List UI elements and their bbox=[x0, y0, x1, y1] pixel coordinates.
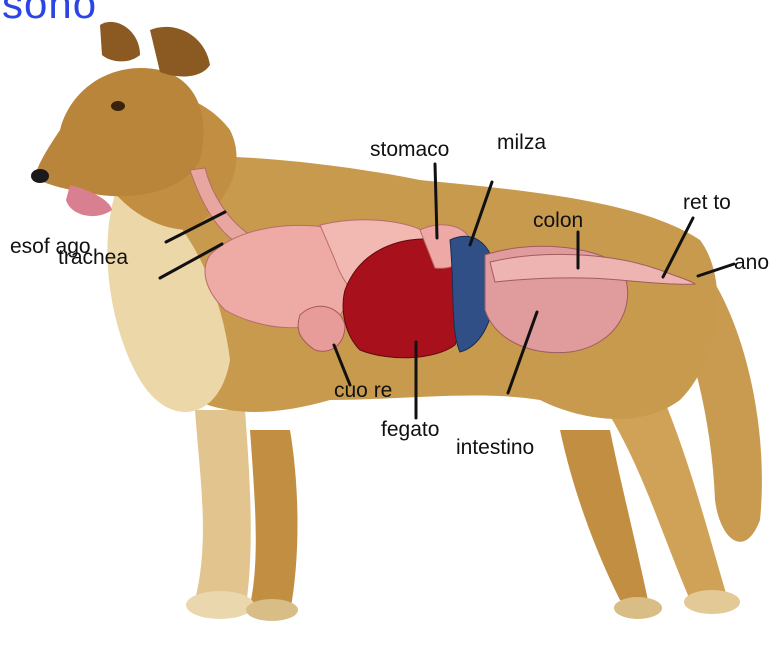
label-stomaco: stomaco bbox=[370, 139, 449, 160]
label-colon: colon bbox=[533, 210, 583, 231]
ear-right bbox=[150, 27, 210, 77]
paw-front-near bbox=[186, 591, 254, 619]
label-cuore: cuo re bbox=[334, 380, 392, 401]
eye bbox=[111, 101, 125, 111]
ear-left bbox=[100, 22, 140, 62]
nose bbox=[31, 169, 49, 183]
label-trachea: trachea bbox=[58, 247, 128, 268]
label-milza: milza bbox=[497, 132, 546, 153]
front-leg-far bbox=[250, 430, 298, 612]
front-leg-near bbox=[195, 410, 251, 612]
label-intestino: intestino bbox=[456, 437, 534, 458]
dog-head bbox=[35, 68, 204, 196]
paw-front-far bbox=[246, 599, 298, 621]
label-ano: ano bbox=[734, 252, 769, 273]
paw-hind-far bbox=[614, 597, 662, 619]
label-fegato: fegato bbox=[381, 419, 439, 440]
paw-hind-near bbox=[684, 590, 740, 614]
label-retto: ret to bbox=[683, 192, 731, 213]
pointer-stomaco bbox=[435, 164, 437, 238]
